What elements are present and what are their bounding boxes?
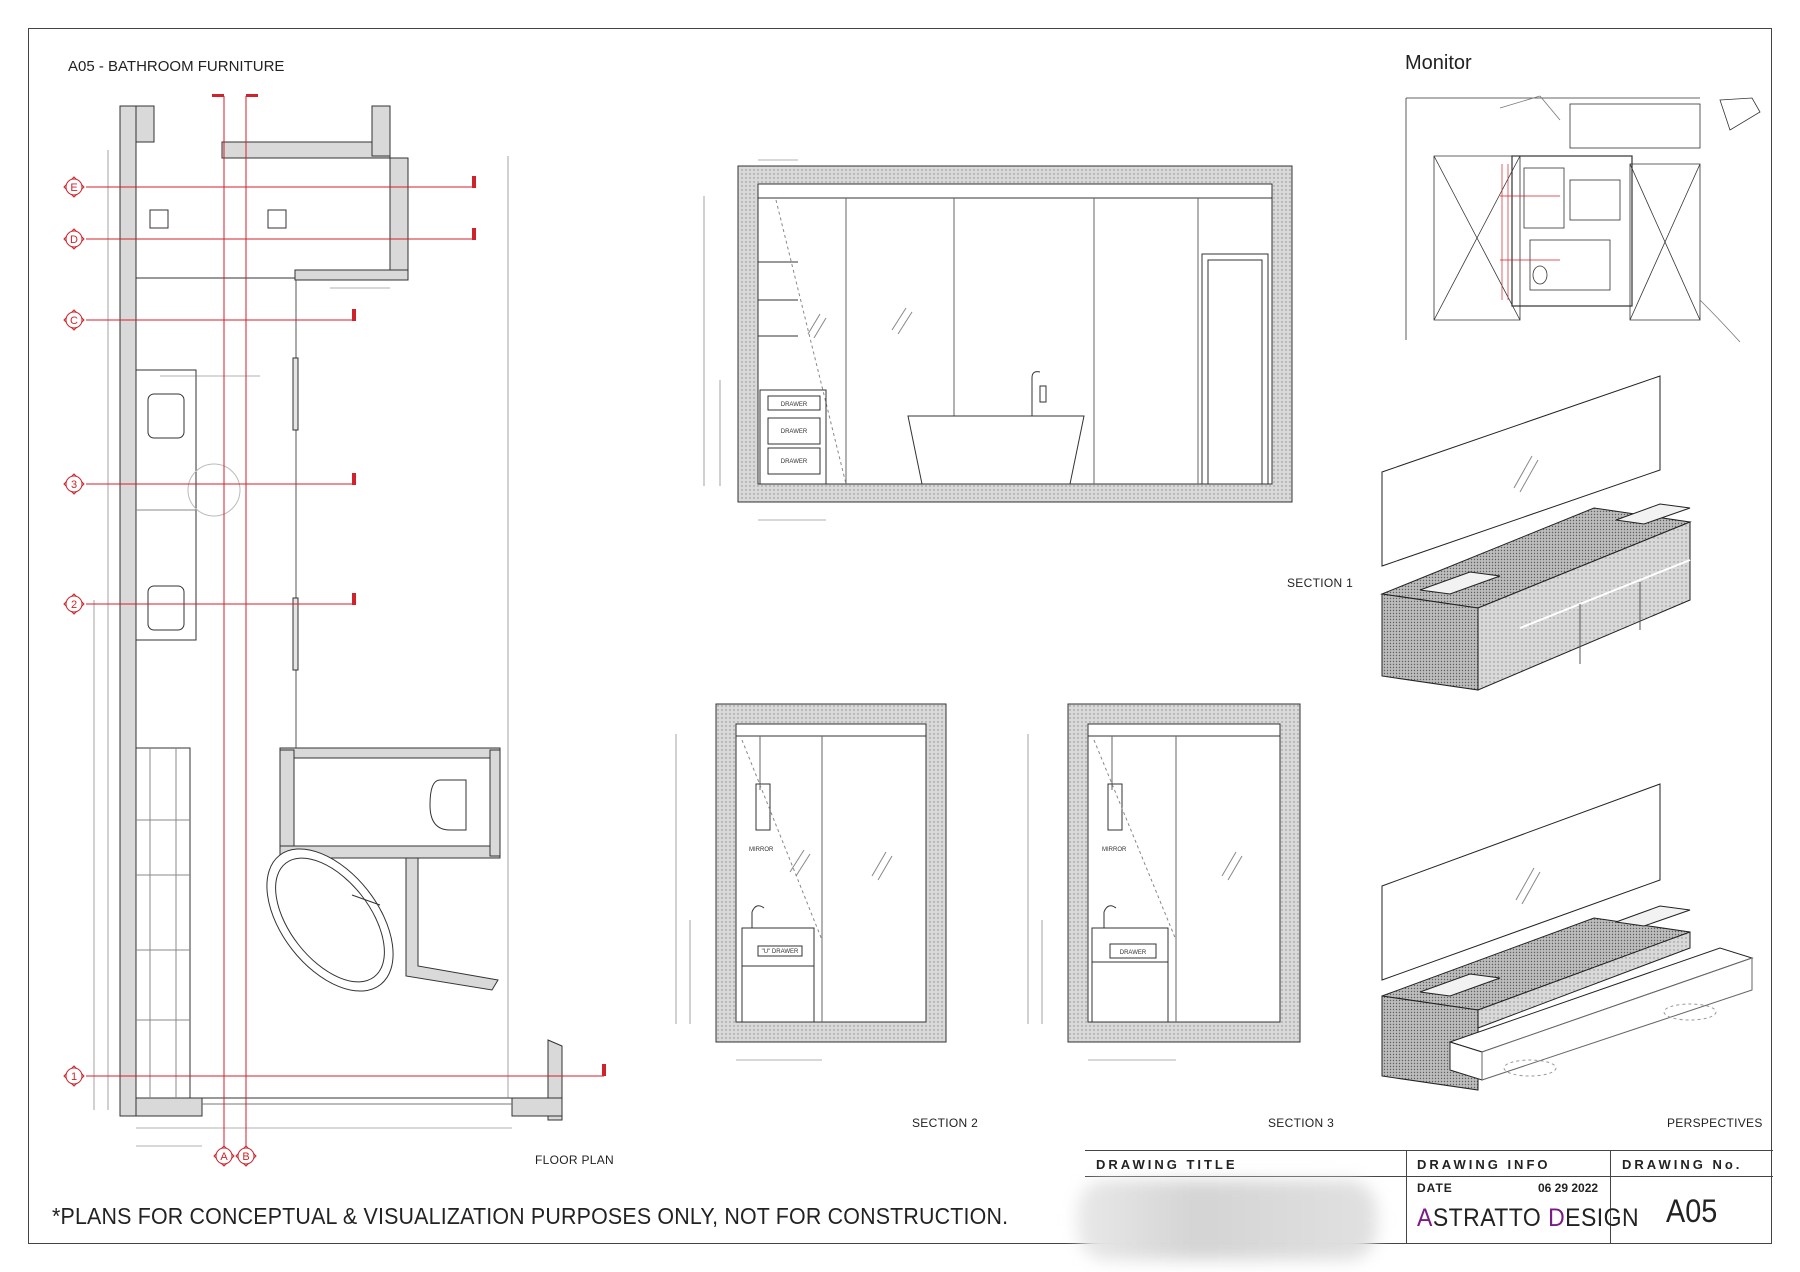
brand-initial-d: D (1548, 1204, 1566, 1232)
grid-end-ticks (212, 94, 606, 1076)
title-block-info-rule (1406, 1176, 1610, 1177)
grid-bubble-1: 1 (63, 1065, 85, 1087)
sheet-border (28, 28, 1772, 1244)
redacted-title-area (1077, 1180, 1377, 1260)
section-3-elevation (1027, 703, 1301, 1061)
u-drawer-label: "U" DRAWER (762, 949, 799, 955)
perspectives-label: PERSPECTIVES (1667, 1116, 1763, 1130)
svg-text:A: A (220, 1151, 228, 1163)
monitor-site-plan (1405, 95, 1761, 343)
svg-text:E: E (70, 182, 77, 194)
section-1-label: SECTION 1 (1287, 576, 1354, 590)
grid-bubbles: E D C 3 2 1 A (63, 176, 257, 1167)
grid-bubble-e: E (63, 176, 85, 198)
section-2-elevation (675, 703, 947, 1061)
drawer-label-1: DRAWER (781, 402, 808, 408)
section-2-labels: MIRROR "U" DRAWER (749, 847, 799, 955)
mirror-label-section-2: MIRROR (749, 847, 774, 853)
date-label: DATE (1417, 1181, 1453, 1195)
grid-bubble-a: A (213, 1145, 235, 1167)
perspective-bottom (1381, 783, 1754, 1091)
title-block-divider-number (1610, 1151, 1611, 1243)
grid-lines (86, 96, 604, 1146)
title-block-number-rule (1610, 1176, 1773, 1177)
drawer-label-3: DRAWER (781, 459, 808, 465)
brand-initial-a: A (1417, 1204, 1433, 1232)
mirror-label-section-3: MIRROR (1102, 847, 1127, 853)
title-block-divider-info (1406, 1151, 1407, 1243)
sheet-title: A05 - BATHROOM FURNITURE (68, 58, 285, 75)
drawing-info-heading: DRAWING INFO (1417, 1157, 1551, 1172)
floor-plan (93, 105, 563, 1147)
disclaimer-text: *PLANS FOR CONCEPTUAL & VISUALIZATION PU… (52, 1203, 1009, 1229)
drawer-label-section-3: DRAWER (1120, 950, 1147, 956)
title-block (1085, 1150, 1773, 1243)
section-1-elevation (703, 159, 1293, 521)
section-3-label: SECTION 3 (1268, 1116, 1335, 1130)
grid-bubble-2: 2 (63, 593, 85, 615)
drawing-number-heading: DRAWING No. (1622, 1157, 1743, 1172)
date-value: 06 29 2022 (1538, 1181, 1599, 1195)
section-2-label: SECTION 2 (912, 1116, 979, 1130)
svg-text:2: 2 (71, 599, 77, 611)
perspective-top (1380, 375, 1692, 691)
title-block-title-rule (1085, 1176, 1406, 1177)
brand-logo-text: ASTRATTO DESIGN (1417, 1204, 1639, 1233)
grid-bubble-d: D (63, 228, 85, 250)
section-3-labels: MIRROR DRAWER (1102, 847, 1147, 956)
grid-bubble-c: C (63, 309, 85, 331)
grid-bubble-3: 3 (63, 473, 85, 495)
sheet-number: A05 (1666, 1193, 1718, 1229)
drawer-label-2: DRAWER (781, 429, 808, 435)
floor-plan-label: FLOOR PLAN (535, 1153, 615, 1167)
svg-text:B: B (242, 1151, 249, 1163)
svg-text:C: C (70, 315, 78, 327)
svg-text:1: 1 (71, 1071, 77, 1083)
svg-text:D: D (70, 234, 78, 246)
brand-text-stratto: STRATTO (1432, 1204, 1549, 1232)
grid-bubble-b: B (235, 1145, 257, 1167)
section-1-drawer-labels: DRAWER DRAWER DRAWER (781, 402, 808, 465)
brand-text-esign: ESIGN (1565, 1204, 1640, 1232)
monitor-title: Monitor (1405, 52, 1472, 74)
svg-text:3: 3 (71, 479, 77, 491)
drawing-title-heading: DRAWING TITLE (1096, 1157, 1238, 1172)
